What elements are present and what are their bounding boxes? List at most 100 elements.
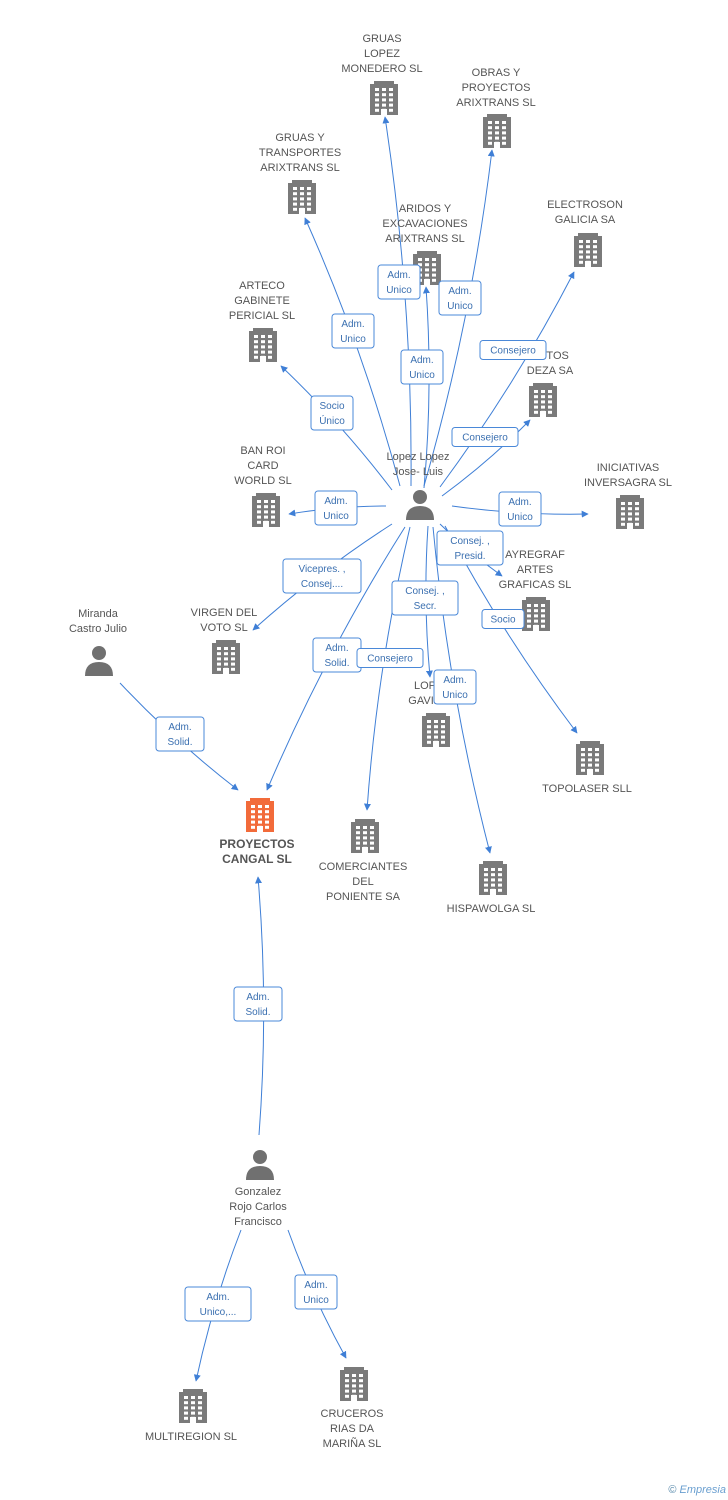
edge-label-text: Unico <box>507 512 533 523</box>
node-label: HISPAWOLGA SL <box>447 903 536 915</box>
edge-label-text: Solid. <box>245 1007 270 1018</box>
building-icon <box>522 597 550 631</box>
edge-label-box <box>282 558 362 594</box>
building-icon <box>252 493 280 527</box>
building-icon <box>288 180 316 214</box>
node-label: PERICIAL SL <box>229 310 295 322</box>
edge-label-lopez_jose-to-aridos[interactable]: Adm.Unico <box>400 349 444 385</box>
edge-label-text: Unico <box>409 370 435 381</box>
edge-label-lopez_jose-to-virgen[interactable]: Vicepres. ,Consej.... <box>282 558 362 594</box>
edge-label-lopez_jose-to-gruas_lopez[interactable]: Adm.Unico <box>377 264 421 300</box>
person-icon <box>406 490 434 520</box>
node-gruas_lopez[interactable]: GRUAS LOPEZ MONEDERO SL <box>341 33 423 115</box>
node-multiregion[interactable]: MULTIREGION SL <box>145 1389 237 1443</box>
edge-label-text: Unico <box>442 690 468 701</box>
node-label: Miranda <box>78 608 119 620</box>
edge-label-lopez_jose-to-iniciativas[interactable]: Adm. Unico <box>498 491 542 527</box>
edge-label-text: Consej. , <box>450 536 489 547</box>
edge-label-box <box>356 648 424 668</box>
node-label: Jose- Luis <box>393 466 444 478</box>
node-label: MONEDERO SL <box>341 63 422 75</box>
node-label: GRUAS <box>362 33 401 45</box>
node-label: GABINETE <box>234 295 290 307</box>
edge-label-lopez_jose-to-hispawolga[interactable]: Adm.Unico <box>433 669 477 705</box>
building-icon <box>483 114 511 148</box>
edge-label-box <box>451 427 519 447</box>
edge-label-lopez_jose-to-deza[interactable]: Consejero <box>451 427 519 447</box>
node-label: VOTO SL <box>200 622 247 634</box>
building-icon <box>340 1367 368 1401</box>
node-topolaser[interactable]: TOPOLASER SLL <box>542 741 632 795</box>
edge-lopez_jose-to-aridos <box>422 286 430 489</box>
edge-lopez_jose-to-gruas_transportes <box>304 217 401 487</box>
node-label: PROYECTOS <box>219 837 294 851</box>
edge-label-lopez_jose-to-ayregraf[interactable]: Consej. , Presid. <box>436 530 504 566</box>
edge-label-text: Consejero <box>367 654 413 665</box>
edge-label-lopez_jose-to-banroi[interactable]: Adm.Unico <box>314 490 358 526</box>
node-label: TOPOLASER SLL <box>542 783 632 795</box>
edge-label-text: Consej. , <box>405 586 444 597</box>
edge-label-text: Adm. <box>387 270 410 281</box>
edge-label-text: Socio <box>319 401 344 412</box>
edge-label-text: Secr. <box>414 601 437 612</box>
edge-lopez_jose-to-comerciantes <box>363 526 411 811</box>
node-label: CRUCEROS <box>321 1408 384 1420</box>
edge-label-miranda-to-proyectos[interactable]: Adm.Solid. <box>155 716 205 752</box>
edge-label-lopez_jose-to-comerciantes[interactable]: Consejero <box>356 648 424 668</box>
edge-label-text: Socio <box>490 615 515 626</box>
edge-label-lopez_jose-to-gruas_transportes[interactable]: Adm.Unico <box>331 313 375 349</box>
node-label: GRAFICAS SL <box>499 579 572 591</box>
node-label: LOPEZ <box>364 48 400 60</box>
edge-label-text: Unico <box>303 1295 329 1306</box>
edge-label-box <box>479 340 547 360</box>
brand-name: Empresia <box>679 1484 726 1496</box>
edge-lopez_jose-to-obras <box>423 149 495 487</box>
edge-label-text: Presid. <box>454 551 485 562</box>
edge-label-box <box>498 491 542 527</box>
edge-label-gonzalez-to-proyectos[interactable]: Adm.Solid. <box>233 986 283 1022</box>
building-icon <box>529 383 557 417</box>
node-label: Rojo Carlos <box>229 1201 287 1213</box>
edge-label-lopez_jose-to-obras[interactable]: Adm.Unico <box>438 280 482 316</box>
node-label: ARIDOS Y <box>399 203 452 215</box>
edge-label-lopez_jose-to-proyectos[interactable]: Adm.Solid. <box>312 637 362 673</box>
edge-label-text: Solid. <box>167 737 192 748</box>
edge-label-box <box>436 530 504 566</box>
node-label: ARTECO <box>239 280 285 292</box>
building-icon <box>479 861 507 895</box>
building-icon <box>616 495 644 529</box>
edge-label-lopez_jose-to-lopez_gavin[interactable]: Consej. , Secr. <box>391 580 459 616</box>
building-icon <box>246 798 274 832</box>
edge-label-text: Adm. <box>508 497 531 508</box>
edge-label-gonzalez-to-multiregion[interactable]: Adm.Unico,... <box>184 1286 252 1322</box>
node-arteco[interactable]: ARTECO GABINETE PERICIAL SL <box>229 280 295 362</box>
building-icon <box>249 328 277 362</box>
edge-label-lopez_jose-to-topolaser[interactable]: Socio <box>481 609 525 629</box>
node-label: CARD <box>247 460 278 472</box>
node-label: PROYECTOS <box>462 82 531 94</box>
edge-label-gonzalez-to-cruceros[interactable]: Adm.Unico <box>294 1274 338 1310</box>
node-hispawolga[interactable]: HISPAWOLGA SL <box>447 861 536 915</box>
node-label: OBRAS Y <box>472 67 521 79</box>
edge-label-lopez_jose-to-electroson[interactable]: Consejero <box>479 340 547 360</box>
node-label: INVERSAGRA SL <box>584 477 672 489</box>
